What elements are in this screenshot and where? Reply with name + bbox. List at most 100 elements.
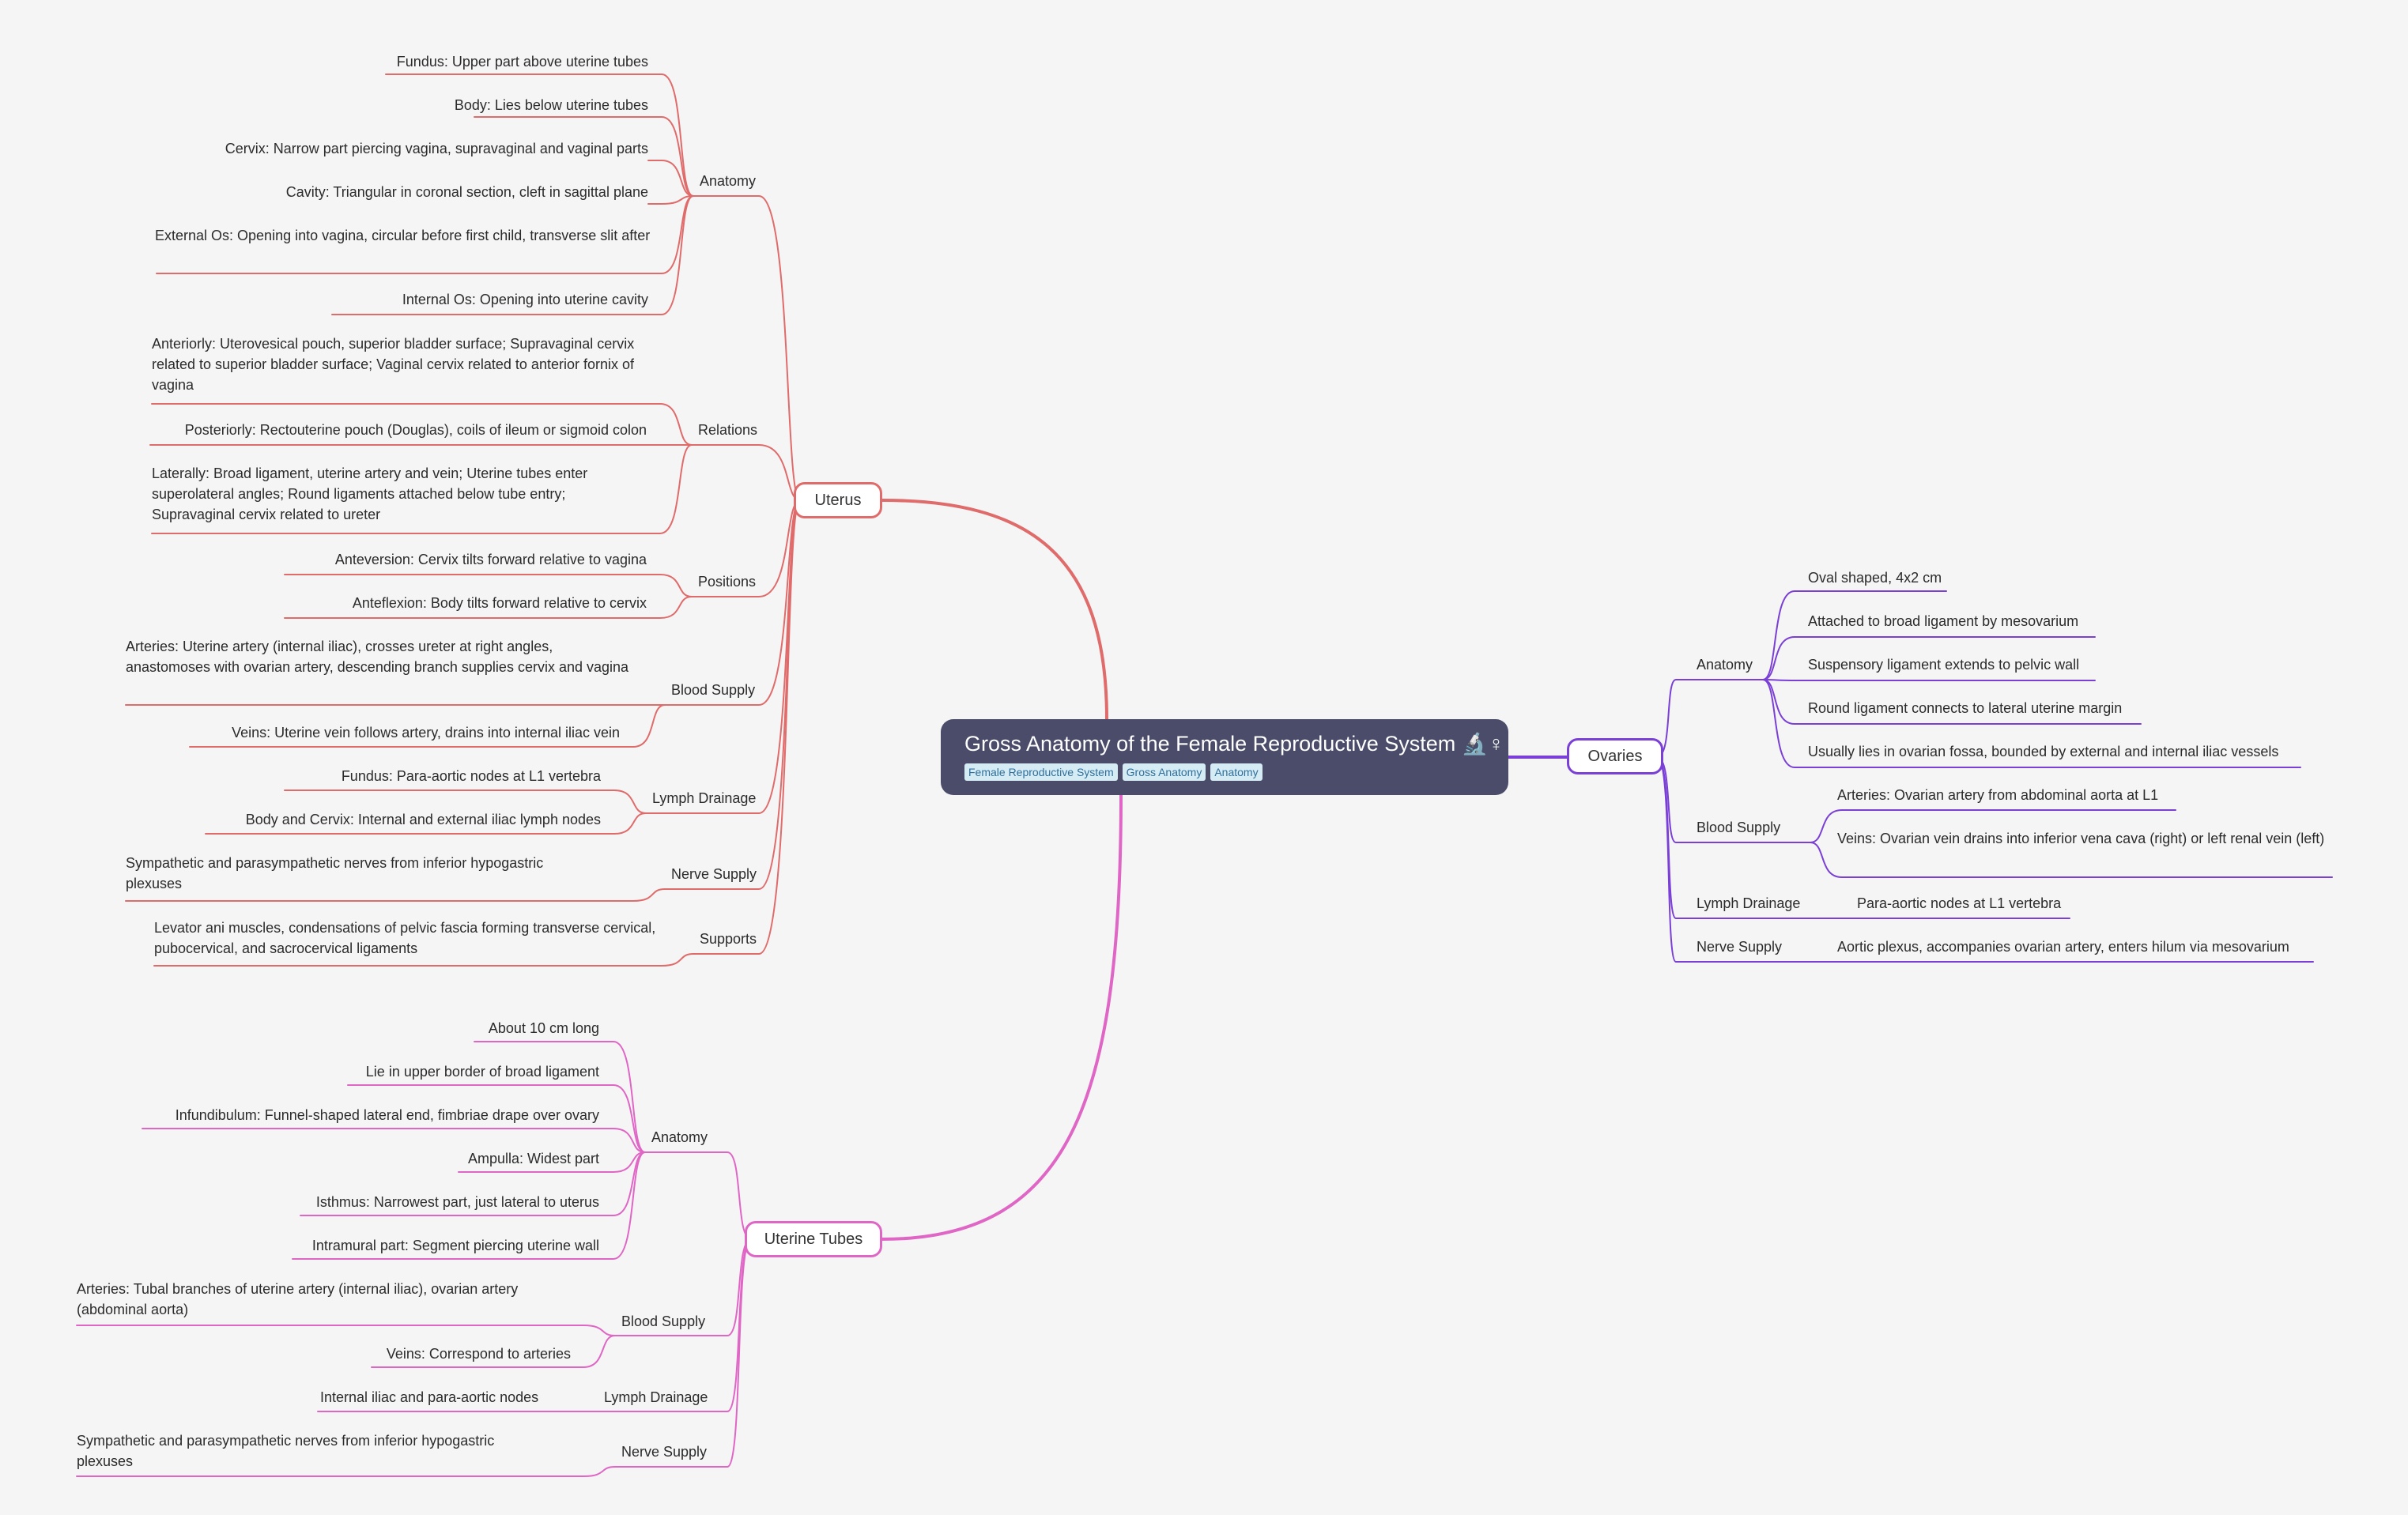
- list-item[interactable]: Internal iliac and para-aortic nodes: [320, 1389, 539, 1405]
- uterus-anatomy-topic[interactable]: Anatomy: [700, 173, 757, 189]
- connector-line: [151, 444, 693, 534]
- connector-line: [647, 195, 694, 205]
- connector-line: [371, 1335, 616, 1368]
- connector-line: [189, 704, 666, 748]
- list-item[interactable]: Anteversion: Cervix tilts forward relati…: [334, 552, 647, 567]
- connector-line: [647, 160, 694, 197]
- connector-line: [284, 574, 693, 597]
- connector-line: [693, 195, 801, 501]
- branch-uterine-tubes[interactable]: Uterine Tubes: [745, 1221, 882, 1257]
- list-item[interactable]: Sympathetic and parasympathetic nerves f…: [126, 855, 544, 891]
- list-item[interactable]: Levator ani muscles, condensations of pe…: [154, 920, 656, 956]
- connector-line: [292, 1151, 646, 1260]
- list-item[interactable]: Suspensory ligament extends to pelvic wa…: [1808, 657, 2080, 673]
- connector-line: [645, 499, 801, 814]
- list-item[interactable]: External Os: Opening into vagina, circul…: [155, 228, 651, 243]
- connector-line: [1762, 590, 1947, 680]
- branch-ovaries[interactable]: Ovaries: [1567, 738, 1663, 774]
- uterus-positions-topic[interactable]: Positions: [698, 574, 757, 590]
- connector-line: [664, 499, 801, 706]
- uterus-supports-topic[interactable]: Supports: [700, 931, 757, 947]
- connector-line: [125, 888, 666, 902]
- connector-line: [153, 953, 694, 967]
- connector-line: [347, 1084, 646, 1153]
- list-item[interactable]: Anteriorly: Uterovesical pouch, superior…: [152, 336, 635, 393]
- list-item[interactable]: Veins: Ovarian vein drains into inferior…: [1837, 831, 2325, 846]
- connector-line: [76, 1466, 616, 1477]
- connector-line: [385, 73, 694, 197]
- list-item[interactable]: Veins: Correspond to arteries: [386, 1346, 571, 1362]
- connector-line: [614, 1238, 752, 1468]
- list-item[interactable]: Oval shaped, 4x2 cm: [1808, 570, 1942, 586]
- connector-line: [1762, 679, 2301, 768]
- list-item[interactable]: Sympathetic and parasympathetic nerves f…: [77, 1433, 495, 1469]
- connector-line: [881, 499, 1108, 721]
- list-item[interactable]: Arteries: Tubal branches of uterine arte…: [77, 1281, 519, 1317]
- connector-line: [474, 1041, 646, 1153]
- connector-line: [458, 1151, 646, 1173]
- uterus-nerve-supply-topic[interactable]: Nerve Supply: [671, 866, 757, 882]
- connector-line: [1656, 756, 1811, 963]
- list-item[interactable]: Anteflexion: Body tilts forward relative…: [352, 595, 647, 611]
- list-item[interactable]: Arteries: Uterine artery (internal iliac…: [126, 639, 629, 675]
- list-item[interactable]: Cavity: Triangular in coronal section, c…: [285, 184, 648, 200]
- tag-female-reproductive-system[interactable]: Female Reproductive System: [964, 763, 1118, 781]
- list-item[interactable]: Isthmus: Narrowest part, just lateral to…: [315, 1194, 599, 1210]
- tag-gross-anatomy[interactable]: Gross Anatomy: [1122, 763, 1206, 781]
- list-item[interactable]: Body and Cervix: Internal and external i…: [245, 812, 601, 827]
- connector-line: [1762, 679, 2142, 725]
- connector-line: [644, 1151, 752, 1240]
- list-item[interactable]: Para-aortic nodes at L1 vertebra: [1857, 895, 2062, 911]
- connector-line: [142, 1128, 646, 1153]
- tubes-blood-supply-topic[interactable]: Blood Supply: [621, 1313, 706, 1329]
- ovaries-nerve-supply-topic[interactable]: Nerve Supply: [1697, 939, 1783, 955]
- ovaries-anatomy-topic[interactable]: Anatomy: [1697, 657, 1753, 673]
- list-item[interactable]: Laterally: Broad ligament, uterine arter…: [152, 465, 588, 522]
- connector-line: [691, 444, 801, 501]
- topic-tags: Female Reproductive System Gross Anatomy…: [964, 763, 1485, 781]
- list-item[interactable]: Body: Lies below uterine tubes: [454, 97, 648, 113]
- tubes-lymph-drainage-topic[interactable]: Lymph Drainage: [604, 1389, 708, 1405]
- connector-line: [693, 499, 801, 955]
- list-item[interactable]: Intramural part: Segment piercing uterin…: [311, 1238, 599, 1253]
- uterus-blood-supply-topic[interactable]: Blood Supply: [671, 682, 756, 698]
- connector-line: [1656, 679, 1764, 758]
- list-item[interactable]: Lie in upper border of broad ligament: [365, 1064, 599, 1080]
- connector-line: [76, 1325, 616, 1336]
- connector-line: [151, 403, 693, 446]
- tubes-anatomy-topic[interactable]: Anatomy: [651, 1129, 708, 1145]
- uterus-lymph-drainage-topic[interactable]: Lymph Drainage: [652, 790, 757, 806]
- uterus-relations-topic[interactable]: Relations: [698, 422, 758, 438]
- list-item[interactable]: About 10 cm long: [488, 1020, 599, 1036]
- list-item[interactable]: Attached to broad ligament by mesovarium: [1808, 613, 2079, 629]
- connector-line: [1810, 842, 2333, 878]
- connector-line: [205, 812, 647, 835]
- connector-line: [474, 116, 694, 197]
- list-item[interactable]: Fundus: Upper part above uterine tubes: [396, 54, 648, 70]
- central-topic-title: Gross Anatomy of the Female Reproductive…: [964, 732, 1504, 756]
- connector-line: [284, 596, 693, 619]
- list-item[interactable]: Round ligament connects to lateral uteri…: [1808, 700, 2123, 716]
- list-item[interactable]: Cervix: Narrow part piercing vagina, sup…: [225, 141, 648, 156]
- list-item[interactable]: Veins: Uterine vein follows artery, drai…: [232, 725, 620, 741]
- list-item[interactable]: Infundibulum: Funnel-shaped lateral end,…: [175, 1107, 599, 1123]
- branch-uterus[interactable]: Uterus: [794, 482, 882, 518]
- connector-line: [284, 790, 647, 814]
- list-item[interactable]: Arteries: Ovarian artery from abdominal …: [1837, 787, 2159, 803]
- connector-line: [1810, 809, 2176, 843]
- list-item[interactable]: Ampulla: Widest part: [467, 1151, 599, 1166]
- list-item[interactable]: Internal Os: Opening into uterine cavity: [402, 292, 648, 307]
- connector-line: [331, 195, 694, 315]
- list-item[interactable]: Fundus: Para-aortic nodes at L1 vertebra: [341, 768, 601, 784]
- ovaries-blood-supply-topic[interactable]: Blood Supply: [1697, 820, 1781, 835]
- list-item[interactable]: Aortic plexus, accompanies ovarian arter…: [1837, 939, 2289, 955]
- tag-anatomy[interactable]: Anatomy: [1210, 763, 1263, 781]
- list-item[interactable]: Posteriorly: Rectouterine pouch (Douglas…: [184, 422, 647, 438]
- connector-line: [881, 793, 1123, 1241]
- tubes-nerve-supply-topic[interactable]: Nerve Supply: [621, 1444, 708, 1460]
- central-topic[interactable]: Gross Anatomy of the Female Reproductive…: [941, 719, 1508, 795]
- connector-line: [1762, 636, 2096, 680]
- list-item[interactable]: Usually lies in ovarian fossa, bounded b…: [1808, 744, 2279, 759]
- ovaries-lymph-drainage-topic[interactable]: Lymph Drainage: [1697, 895, 1801, 911]
